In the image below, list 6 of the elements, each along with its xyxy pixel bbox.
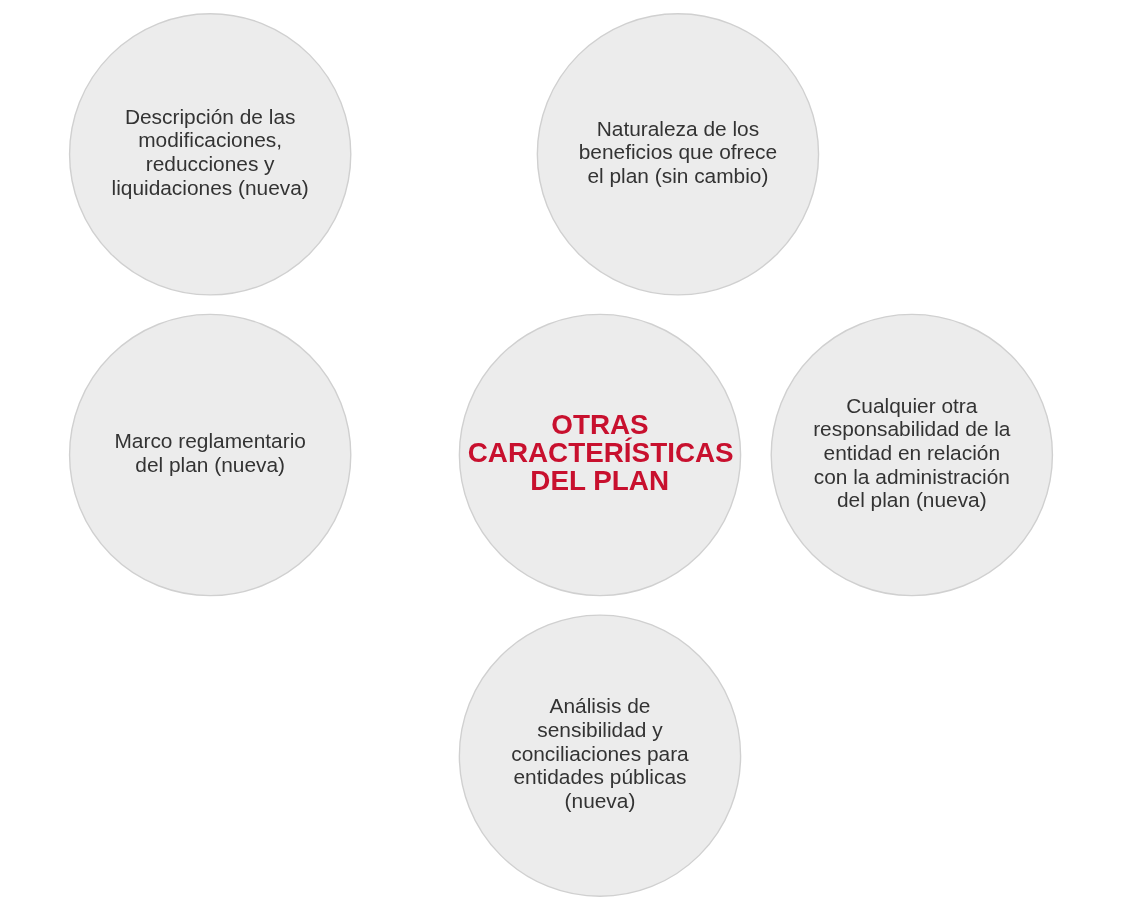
node-circle: Marco reglamentario del plan (nueva) [68,313,352,597]
node-circle: Naturaleza de los beneficios que ofrece el plan (sin cambio) [536,13,820,296]
node-circle: OTRAS CARACTERÍSTICAS DEL PLAN [458,313,742,597]
node-circle: Análisis de sensibilidad y conciliaciones para entidades públicas (nueva) [458,614,742,897]
node-circle: Descripción de las modificaciones, reducciones y liquidaciones (nueva) [68,13,352,296]
node-circle: Cualquier otra responsabilidad de la entidad en relación con la administración del plan (nueva) [770,313,1054,597]
